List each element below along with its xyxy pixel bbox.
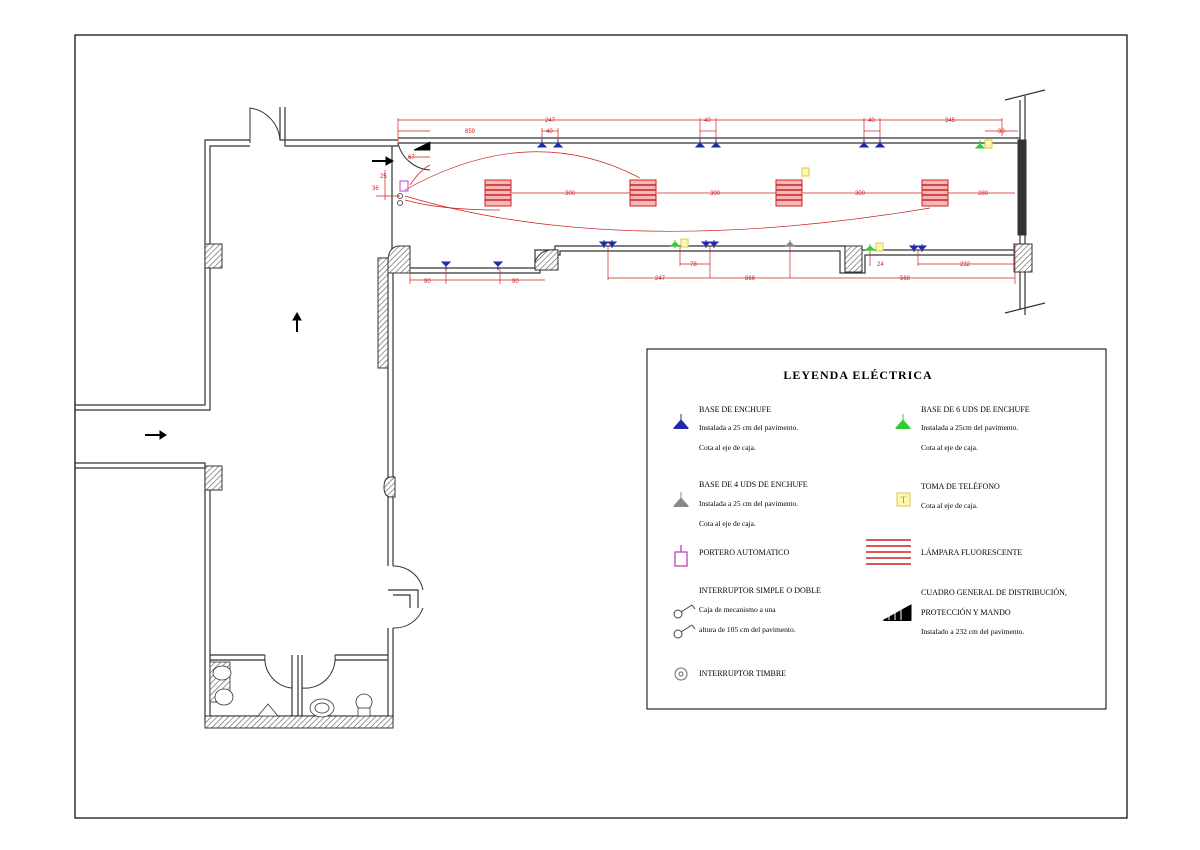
dim-568: 568 xyxy=(900,276,911,282)
lampara-icon xyxy=(866,539,911,565)
legend-interruptor-title: INTERRUPTOR SIMPLE O DOBLE xyxy=(699,586,821,595)
base-6-icon xyxy=(669,140,986,252)
dim-345: 345 xyxy=(945,118,956,124)
dim-90-top: 90 xyxy=(998,129,1005,135)
bathroom-fixtures xyxy=(209,661,373,718)
dim-36: 36 xyxy=(372,186,379,192)
dim-866: 866 xyxy=(745,276,756,282)
dim-25: 25 xyxy=(380,174,387,180)
legend-base-4-line1: Instalada a 25 cm del pavimento. xyxy=(699,499,798,508)
legend-interruptor-line1: Caja de mecanismo a una xyxy=(699,605,776,614)
dimension-labels: 247 859 40 67 40 40 345 90 300 300 300 2… xyxy=(372,118,1005,285)
legend-title: LEYENDA ELÉCTRICA xyxy=(783,368,932,382)
legend-base-6-line2: Cota al eje de caja. xyxy=(921,443,978,452)
telefono-icon: T xyxy=(896,492,911,507)
legend-base-enchufe-title: BASE DE ENCHUFE xyxy=(699,405,771,414)
entry-arrow-icon xyxy=(145,156,395,440)
legend-base-4-line2: Cota al eje de caja. xyxy=(699,519,756,528)
dim-859: 859 xyxy=(465,129,476,135)
dim-lamp-3: 300 xyxy=(855,191,866,197)
hatched-walls xyxy=(204,139,1033,729)
legend-cuadro-title1: CUADRO GENERAL DE DISTRIBUCIÓN, xyxy=(921,587,1067,597)
dim-24: 24 xyxy=(877,262,884,268)
base-6-icon xyxy=(894,414,912,429)
base-enchufe-icon xyxy=(672,414,690,429)
dim-40-c: 40 xyxy=(868,118,875,124)
dim-67: 67 xyxy=(408,155,415,161)
legend-telefono-title: TOMA DE TELÉFONO xyxy=(921,481,1000,491)
legend-base-4-title: BASE DE 4 UDS DE ENCHUFE xyxy=(699,480,808,489)
dim-247-top: 247 xyxy=(545,118,556,124)
doors xyxy=(249,107,431,689)
svg-text:T: T xyxy=(901,495,907,505)
legend-timbre-title: INTERRUPTOR TIMBRE xyxy=(699,669,786,678)
legend-base-6-title: BASE DE 6 UDS DE ENCHUFE xyxy=(921,405,1030,414)
dim-78: 78 xyxy=(690,262,697,268)
lampara-icon xyxy=(484,179,949,207)
legend-base-enchufe-line2: Cota al eje de caja. xyxy=(699,443,756,452)
legend-interruptor-line2: altura de 105 cm del pavimento. xyxy=(699,625,796,634)
cuadro-icon xyxy=(413,141,431,151)
timbre-icon xyxy=(674,667,688,681)
legend-telefono-line1: Cota al eje de caja. xyxy=(921,501,978,510)
wiring xyxy=(376,118,1018,284)
dim-90-b: 90 xyxy=(512,279,519,285)
legend-box: LEYENDA ELÉCTRICA BASE DE ENCHUFE Instal… xyxy=(646,348,1107,710)
dim-lamp-4: 280 xyxy=(978,191,989,197)
dim-90-a: 90 xyxy=(424,279,431,285)
base-enchufe-icon xyxy=(440,139,928,270)
legend-cuadro-title2: PROTECCIÓN Y MANDO xyxy=(921,607,1011,617)
base-4-icon xyxy=(672,492,690,507)
sheet-border xyxy=(74,34,1128,819)
legend-cuadro-line1: Instalado a 232 cm del pavimento. xyxy=(921,627,1024,636)
legend-base-6-line1: Instalada a 25cm del pavimento. xyxy=(921,423,1018,432)
legend-lampara-title: LÁMPARA FLUORESCENTE xyxy=(921,547,1022,557)
legend-base-enchufe-line1: Instalada a 25 cm del pavimento. xyxy=(699,423,798,432)
cuadro-icon xyxy=(882,604,912,621)
base-4-icon xyxy=(784,240,796,248)
portero-icon xyxy=(674,545,688,567)
dim-232: 232 xyxy=(960,262,971,268)
dim-40-a: 40 xyxy=(546,129,553,135)
telefono-icon xyxy=(680,139,993,252)
dim-lamp-1: 300 xyxy=(565,191,576,197)
dim-40-b: 40 xyxy=(704,118,711,124)
legend-portero-title: PORTERO AUTOMATICO xyxy=(699,548,789,557)
portero-icon xyxy=(399,180,409,192)
dim-247-bottom: 247 xyxy=(655,276,666,282)
dim-lamp-2: 300 xyxy=(710,191,721,197)
interruptor-icon xyxy=(673,604,696,639)
interruptor-icon xyxy=(397,193,403,206)
